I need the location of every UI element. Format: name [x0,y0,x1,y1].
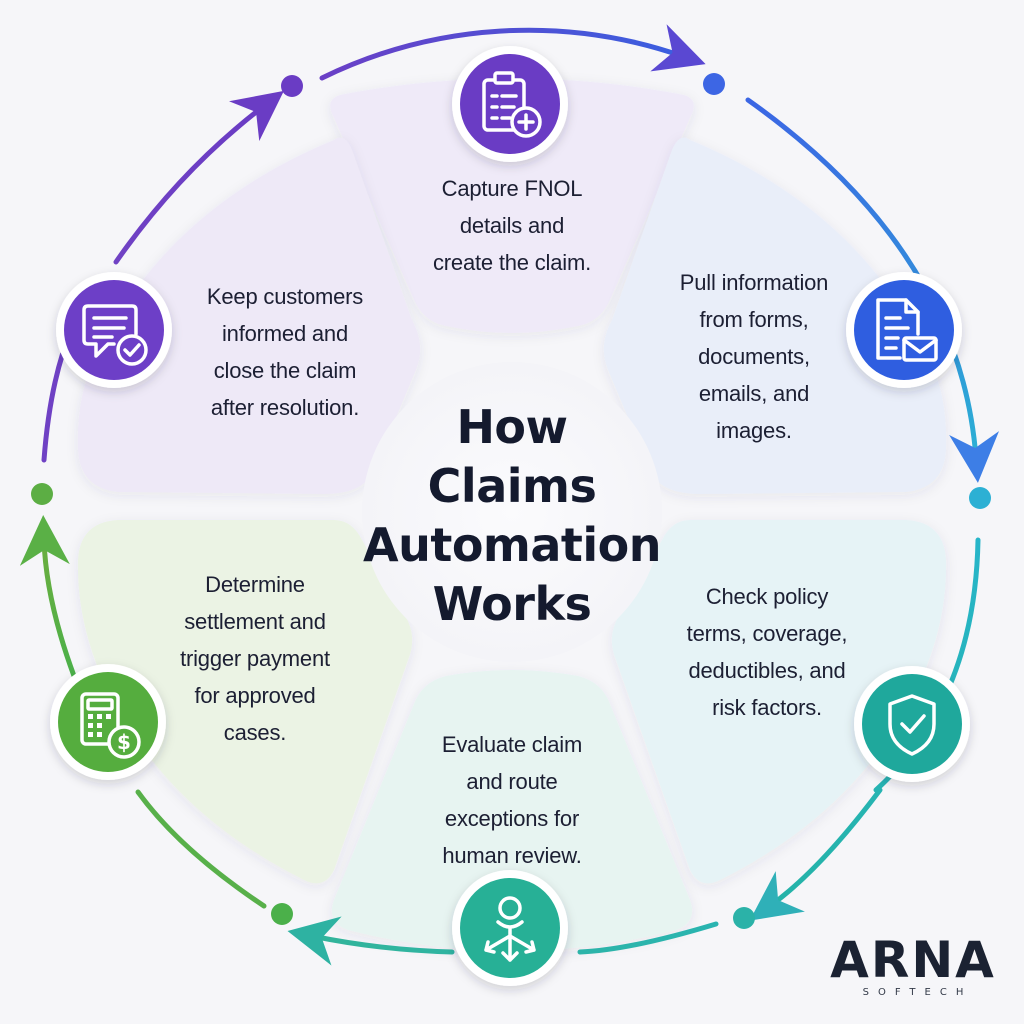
step-3-line: deductibles, and [688,658,846,683]
brand-tagline: SOFTECH [862,987,973,998]
step-2-line: emails, and [698,381,810,406]
step-6-line: after resolution. [210,395,360,420]
shield-check-icon [854,666,970,782]
document-email-icon [846,272,962,388]
step-5-line: trigger payment [180,646,330,671]
step-2-line: Pull information [679,270,829,295]
step-2-text: Pull information from forms, documents, … [636,264,872,449]
clipboard-plus-icon [452,46,568,162]
step-6-line: close the claim [213,358,357,383]
segment-bottom-right-background [611,520,947,884]
diagram-title: How Claims Automation Works [362,398,662,634]
arc-top-left-upper [113,90,284,265]
step-2-line: images. [716,418,792,443]
brand-name: ARNA [830,931,996,989]
step-3-line: terms, coverage, [686,621,848,646]
step-4-line: Evaluate claim [441,732,583,757]
step-4-line: and route [466,769,558,794]
segment-top-left-background [77,137,421,495]
step-4-line: human review. [442,843,582,868]
arc-right [745,97,999,483]
segment-top-background [330,78,694,333]
brand-logo: ARNA SOFTECH [828,935,998,998]
step-3-line: risk factors. [712,695,822,720]
step-2-line: documents, [698,344,810,369]
ring-dot [31,483,53,505]
step-1-line: create the claim. [432,250,591,275]
step-5-line: cases. [223,720,287,745]
step-6-line: informed and [221,321,348,346]
title-line: Automation [362,518,662,572]
step-5-text: Determine settlement and trigger payment… [140,566,370,751]
step-6-line: Keep customers [206,284,364,309]
step-3-line: Check policy [705,584,829,609]
center-disc [362,362,662,662]
ring-dot [969,487,991,509]
arc-bottom [312,924,719,952]
step-4-text: Evaluate claim and route exceptions for … [398,726,626,874]
arc-left [19,515,77,679]
arc-top [319,24,706,81]
ring-dot [733,907,755,929]
segment-bottom-left-background [77,520,413,884]
step-1-line: details and [459,213,565,238]
step-1-text: Capture FNOL details and create the clai… [392,170,632,281]
title-line: Claims [427,459,597,513]
ring-dot [271,903,293,925]
arc-bottom-left [135,789,267,909]
person-route-icon [452,870,568,986]
ring-dot [703,73,725,95]
title-line: Works [432,577,592,631]
step-3-text: Check policy terms, coverage, deductible… [652,578,882,726]
calculator-dollar-icon: $ [50,664,166,780]
step-6-text: Keep customers informed and close the cl… [168,278,402,426]
segment-bottom-background [331,670,693,951]
step-5-line: settlement and [184,609,326,634]
step-5-line: for approved [194,683,316,708]
step-1-line: Capture FNOL [441,176,583,201]
ring-dot [281,75,303,97]
svg-text:$: $ [117,730,131,754]
title-line: How [456,400,568,454]
step-4-line: exceptions for [444,806,580,831]
chat-check-icon [56,272,172,388]
step-5-line: Determine [205,572,305,597]
step-2-line: from forms, [699,307,809,332]
segment-top-right-background [603,137,947,495]
